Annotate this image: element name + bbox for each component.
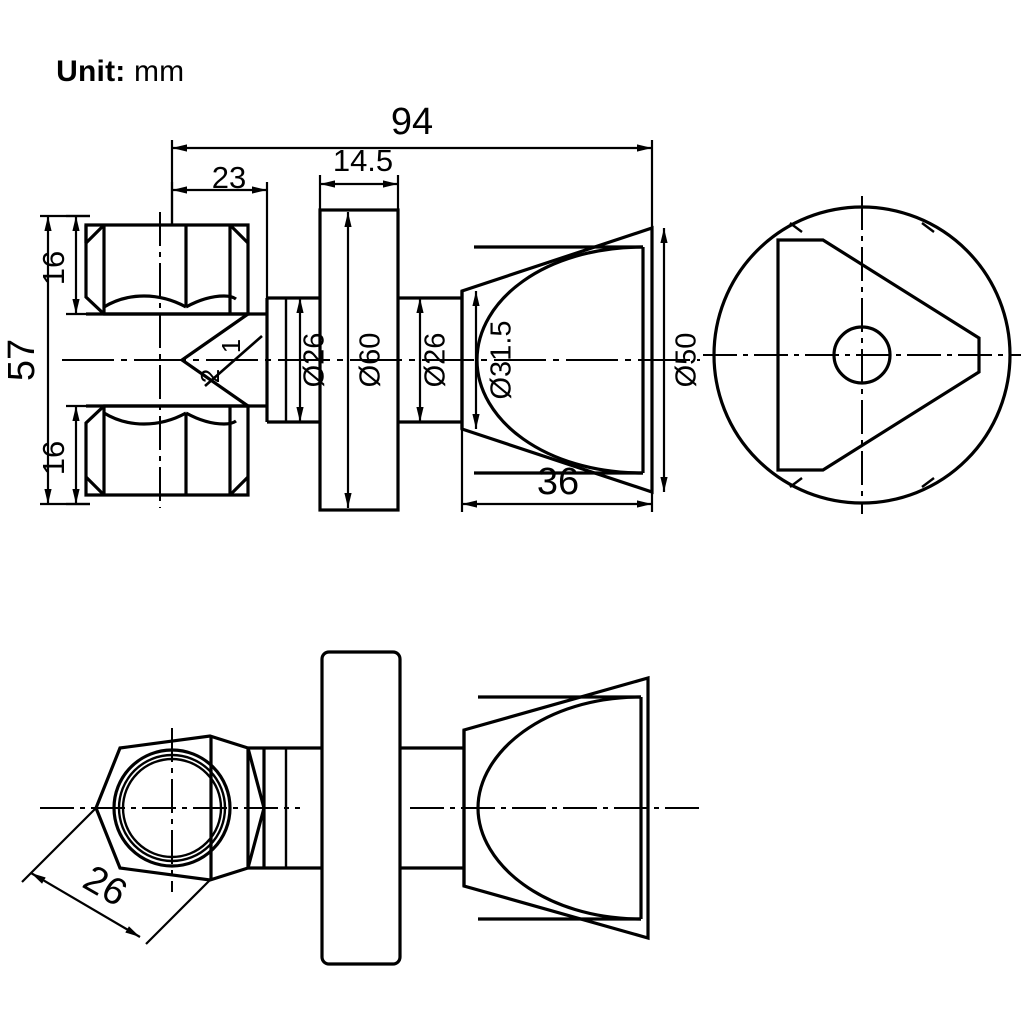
bottom-conical-nozzle [410, 675, 700, 941]
dim-label-cone-mouth: Ø50 [671, 333, 703, 388]
hex-nut-corner-br [228, 475, 250, 497]
flange-disc [318, 208, 400, 512]
end-view-notch-tl [789, 222, 803, 233]
dimension-overall-height: 57 [1, 214, 90, 506]
dimension-cone-mouth: Ø50 [660, 228, 703, 492]
dimension-hex-half-top: 16 [36, 214, 186, 316]
bottom-hex-nut [94, 728, 266, 892]
dim-label-57: 57 [1, 339, 43, 381]
end-view-notch-tr [921, 222, 935, 233]
hex-nut-corner-tl [84, 223, 106, 245]
dimension-inlet-bore: Ø26 [296, 298, 331, 422]
dim-label-16-top: 16 [36, 251, 71, 285]
dim-label-cone-throat: Ø31.5 [486, 321, 518, 400]
dimension-cone-length: 36 [460, 429, 654, 512]
dim-label-23: 23 [212, 160, 246, 195]
outlet-stem [398, 296, 462, 424]
hex-nut-arc-right-top [185, 294, 237, 309]
hex-nut-corner-tr [228, 223, 250, 245]
ext-26-lower [145, 879, 211, 945]
hex-nut-arc-left-bottom [103, 411, 187, 426]
thread-callout-group: 1 2 [179, 312, 263, 408]
bottom-flange-outline [320, 650, 402, 966]
dimension-hex-half-bottom: 16 [36, 404, 186, 506]
dim-label-145: 14.5 [333, 143, 393, 178]
dim-label-outlet-stem: Ø26 [420, 333, 452, 388]
bottom-rotated-view: 26 [21, 650, 700, 966]
page-title: Unit: mm [22, 12, 184, 132]
right-end-view [703, 196, 1021, 514]
dimension-set-front-view: 94 23 14.5 57 [1, 101, 703, 512]
dim-label-16-bottom: 16 [36, 441, 71, 475]
hex-nut-arc-left-top [103, 294, 187, 309]
unit-title-label: Unit: [56, 55, 126, 88]
dimension-hex-to-shoulder: 23 [170, 160, 269, 300]
dim-label-26: 26 [76, 858, 134, 916]
hex-nut-arc-right-bottom [185, 411, 237, 426]
dimension-outlet-stem: Ø26 [416, 298, 452, 422]
thread-v-leader [179, 312, 249, 408]
end-view-notch-br [921, 477, 935, 488]
end-view-pocket-outline [776, 238, 981, 472]
dimension-flange-outer: Ø60 [344, 212, 387, 508]
dim-label-94: 94 [391, 101, 433, 143]
thread-denominator: 2 [195, 369, 225, 383]
dimline-26 [30, 872, 141, 938]
dim-label-36: 36 [537, 461, 579, 503]
thread-numerator: 1 [216, 339, 246, 353]
flange-outline [318, 208, 400, 512]
ext-26-upper [21, 807, 97, 883]
dimension-cone-throat: Ø31.5 [472, 291, 518, 429]
dimension-flange-thickness: 14.5 [318, 143, 400, 212]
end-view-notch-bl [789, 477, 803, 488]
dim-label-inlet-bore: Ø26 [299, 333, 331, 388]
hex-nut-corner-bl [84, 475, 106, 497]
inlet-stem [248, 296, 320, 424]
dim-label-flange-outer: Ø60 [355, 333, 387, 388]
unit-title-value: mm [125, 55, 185, 88]
thread-fraction-slash [204, 335, 263, 387]
bottom-outlet-stem [400, 746, 464, 870]
bottom-flange-disc [320, 650, 402, 966]
bottom-hex-outline [94, 734, 250, 882]
